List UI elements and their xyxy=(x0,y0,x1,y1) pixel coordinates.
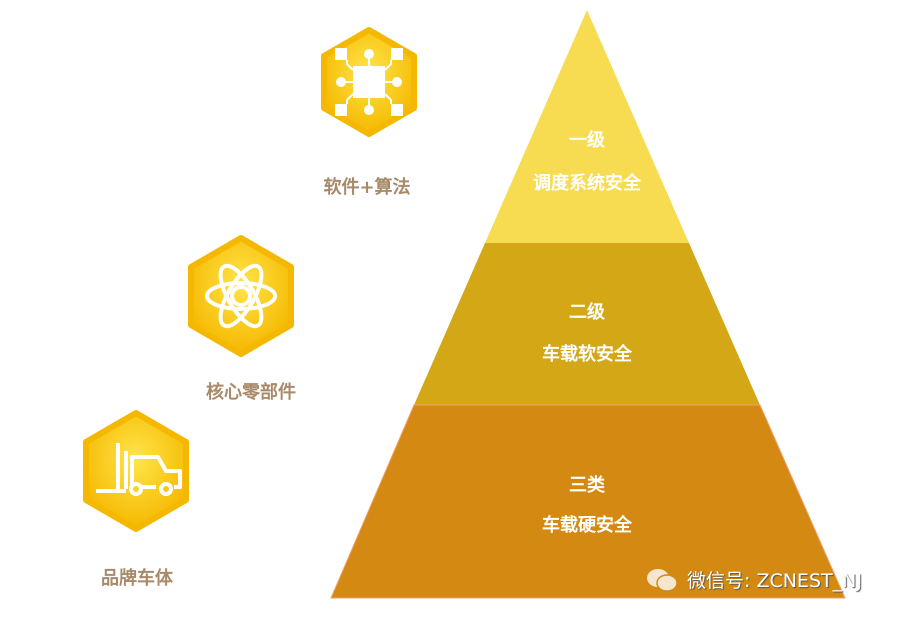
chip-icon xyxy=(321,27,417,137)
icon-label-brand-body: 品牌车体 xyxy=(101,568,173,589)
tier-1-level: 一级 xyxy=(569,130,605,151)
atom-icon xyxy=(188,235,294,357)
wechat-icon xyxy=(647,568,678,592)
pyramid-tier-1 xyxy=(485,10,689,243)
icon-label-core-parts: 核心零部件 xyxy=(206,382,296,403)
tier-3-level: 三类 xyxy=(569,475,605,496)
forklift-icon xyxy=(83,410,189,532)
icon-label-software: 软件+算法 xyxy=(323,177,411,198)
tier-2-name: 车载软安全 xyxy=(542,344,632,365)
tier-3-name: 车载硬安全 xyxy=(542,515,632,536)
tier-2-level: 二级 xyxy=(569,302,605,323)
watermark-text: 微信号: ZCNEST_NJ xyxy=(687,570,862,592)
tier-1-name: 调度系统安全 xyxy=(533,173,641,194)
watermark: 微信号: ZCNEST_NJ xyxy=(645,566,862,593)
pyramid-tier-2 xyxy=(414,243,760,405)
pyramid-tier-3 xyxy=(330,404,846,599)
